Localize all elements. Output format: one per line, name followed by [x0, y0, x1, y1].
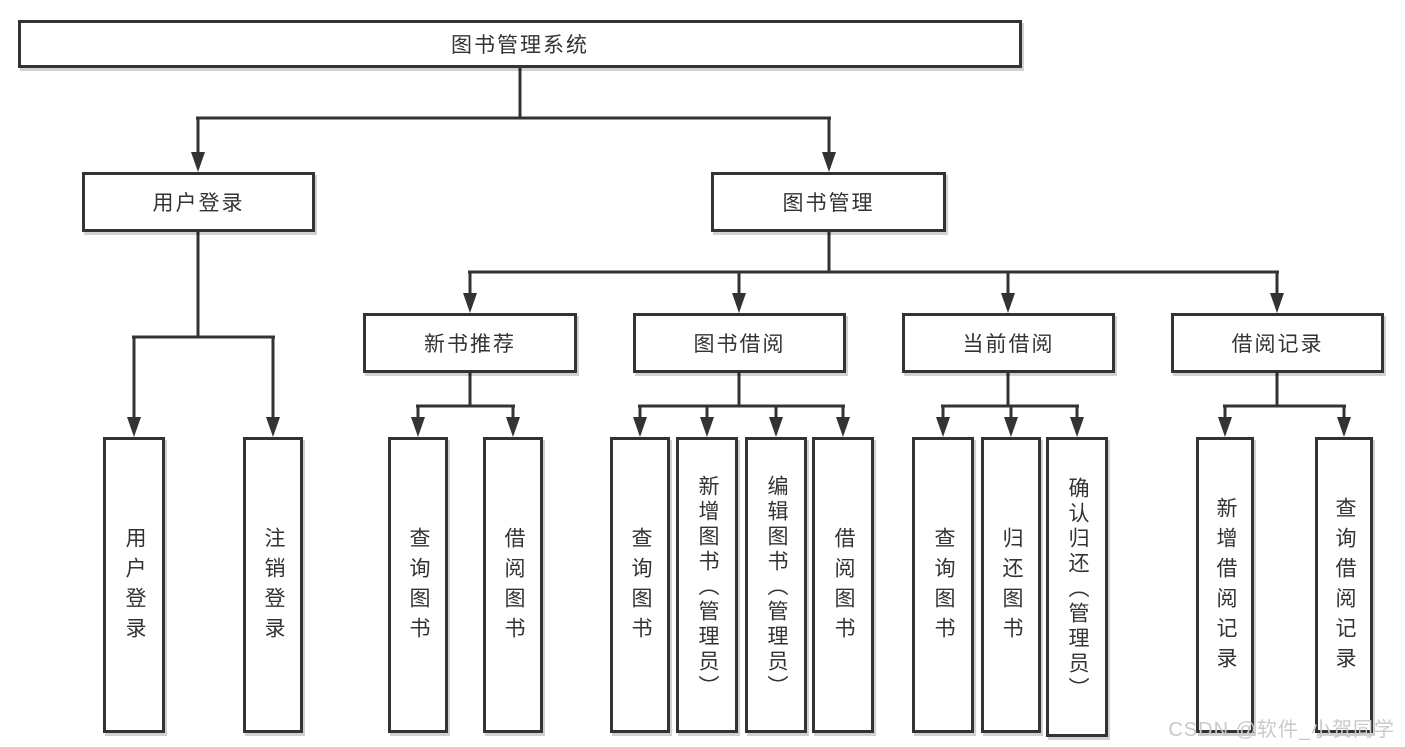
node-book-borrowing: 图书借阅: [633, 313, 846, 373]
edge-book-management-to-level3: [463, 232, 1284, 313]
leaf-borrow-books: 借阅图书: [812, 437, 874, 733]
leaf-return-books: 归还图书: [981, 437, 1041, 733]
edge-book-borrowing-to-leaves: [633, 373, 850, 437]
leaf-query-borrow-record: 查询借阅记录: [1315, 437, 1373, 733]
edge-borrowing-records-to-leaves: [1218, 373, 1351, 437]
leaf-logout: 注销登录: [243, 437, 303, 733]
node-book-management: 图书管理: [711, 172, 946, 232]
node-current-borrowing: 当前借阅: [902, 313, 1115, 373]
node-user-login: 用户登录: [82, 172, 315, 232]
edge-user-login-to-leaves: [127, 232, 280, 437]
edge-root-to-level2: [191, 68, 836, 172]
edge-new-book-recommendation-to-leaves: [411, 373, 520, 437]
leaf-query-books-recommend: 查询图书: [388, 437, 448, 733]
leaf-query-books-borrowing: 查询图书: [610, 437, 670, 733]
leaf-add-books-admin: 新增图书（管理员）: [676, 437, 738, 733]
edge-current-borrowing-to-leaves: [936, 373, 1084, 437]
node-library-management-system: 图书管理系统: [18, 20, 1022, 68]
leaf-user-login: 用户登录: [103, 437, 165, 733]
leaf-confirm-return-admin: 确认归还（管理员）: [1046, 437, 1108, 737]
leaf-edit-books-admin: 编辑图书（管理员）: [745, 437, 807, 733]
node-new-book-recommendation: 新书推荐: [363, 313, 577, 373]
leaf-query-books-current: 查询图书: [912, 437, 974, 733]
node-borrowing-records: 借阅记录: [1171, 313, 1384, 373]
leaf-add-borrow-record: 新增借阅记录: [1196, 437, 1254, 733]
leaf-borrow-books-recommend: 借阅图书: [483, 437, 543, 733]
